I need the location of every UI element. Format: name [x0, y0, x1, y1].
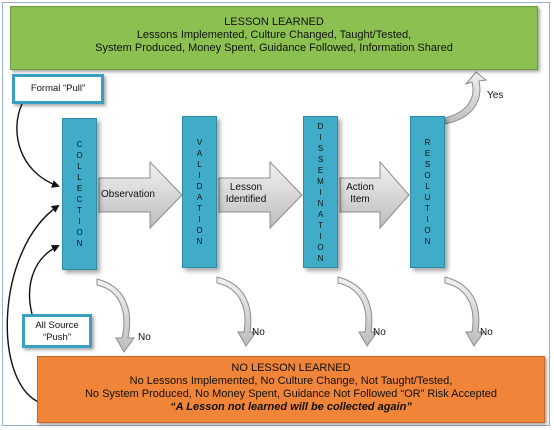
lesson-learned-title: LESSON LEARNED [224, 16, 324, 28]
lesson-learned-line1: Lessons Implemented, Culture Changed, Ta… [136, 29, 412, 41]
formal-pull-box: Formal “Pull” [12, 74, 104, 104]
stage-letter: N [196, 237, 203, 246]
stage-letter: N [317, 253, 324, 263]
observation-arrow [98, 160, 183, 230]
relearn-feedback-curve [6, 204, 60, 405]
no-arrow-resolution [444, 276, 485, 347]
stage-letter: O [76, 151, 83, 160]
stage-letter: O [196, 226, 203, 235]
stage-letter: M [317, 176, 324, 186]
stage-letter: D [317, 121, 324, 131]
stage-letter: A [196, 193, 203, 202]
diagram-frame [2, 2, 550, 426]
stage-letter: O [424, 171, 431, 180]
no-lesson-title: NO LESSON LEARNED [231, 362, 351, 374]
stage-letter: N [317, 198, 324, 208]
stage-letter: I [198, 215, 201, 224]
stage-letter: T [425, 204, 430, 213]
no-label-dissemination: No [373, 327, 386, 338]
stage-letter: O [317, 242, 324, 252]
lesson-identified-line2: Identified [225, 194, 267, 205]
no-lesson-quote: “A Lesson not learned will be collected … [170, 401, 412, 413]
no-arrow-collection [96, 278, 135, 353]
stage-letter: I [426, 215, 429, 224]
stage-letter: O [76, 228, 83, 237]
no-lesson-line1: No Lessons Implemented, No Culture Chang… [129, 375, 453, 387]
stage-letter: L [425, 182, 430, 191]
stage-letter: S [317, 154, 324, 164]
stage-letter: A [317, 209, 324, 219]
stage-letter: E [424, 149, 431, 158]
stage-letter: E [76, 184, 83, 193]
stage-letter: T [197, 204, 202, 213]
stage-letter: I [319, 187, 322, 197]
yes-label: Yes [487, 90, 504, 101]
push-feedback-curve [28, 245, 60, 315]
stage-letter: U [424, 193, 431, 202]
stage-letter: T [318, 220, 323, 230]
pull-feedback-curve [16, 103, 60, 188]
no-arrow-validation [216, 276, 257, 347]
action-item-label: Action Item [340, 182, 380, 206]
stage-letter: R [424, 138, 431, 147]
no-lesson-learned-box: NO LESSON LEARNED No Lessons Implemented… [37, 356, 545, 423]
stage-letter: L [77, 162, 82, 171]
no-label-validation: No [252, 327, 265, 338]
no-arrow-dissemination [337, 276, 378, 347]
stage-letter: I [198, 171, 201, 180]
action-item-line1: Action [346, 182, 374, 193]
action-item-line2: Item [350, 194, 370, 205]
action-item-arrow [339, 160, 410, 230]
stage-letter: O [424, 226, 431, 235]
push-label-line1: All Source [35, 320, 79, 331]
stage-letter: I [319, 231, 322, 241]
stage-letter: N [424, 237, 431, 246]
push-label-line2: “Push” [43, 332, 71, 343]
all-source-push-box: All Source “Push” [22, 314, 92, 348]
yes-arrow [444, 71, 488, 125]
lesson-identified-arrow [218, 160, 303, 230]
stage-letter: L [77, 173, 82, 182]
no-label-resolution: No [480, 327, 493, 338]
lesson-identified-line1: Lesson [229, 182, 263, 193]
no-label-collection: No [138, 332, 151, 343]
stage-letter: E [317, 165, 324, 175]
stage-letter: C [76, 195, 83, 204]
stage-letter: C [76, 140, 83, 149]
stage-letter: S [317, 143, 324, 153]
observation-label: Observation [101, 189, 155, 200]
stage-letter: N [76, 239, 83, 248]
lesson-identified-label: Lesson Identified [220, 182, 272, 206]
stage-letter: L [197, 160, 202, 169]
stage-letter: A [196, 149, 203, 158]
no-lesson-line2: No System Produced, No Money Spent, Guid… [84, 388, 498, 400]
stage-letter: I [78, 217, 81, 226]
formal-pull-label: Formal “Pull” [30, 83, 86, 94]
lesson-learned-line2: System Produced, Money Spent, Guidance F… [95, 42, 453, 54]
stage-letter: I [319, 132, 322, 142]
lesson-learned-box: LESSON LEARNED Lessons Implemented, Cult… [10, 6, 538, 70]
stage-letter: V [196, 138, 203, 147]
stage-letter: S [424, 160, 431, 169]
stage-letter: T [77, 206, 82, 215]
stage-letter: D [196, 182, 203, 191]
